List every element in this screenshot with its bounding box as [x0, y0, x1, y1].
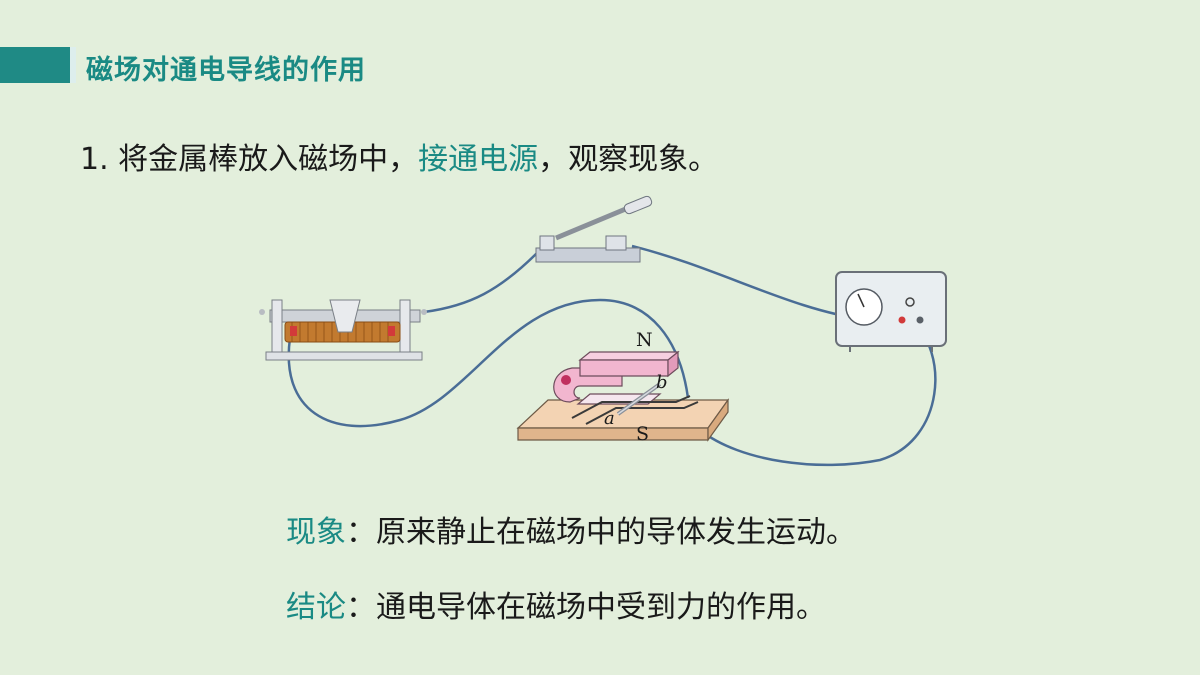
- rheostat: [259, 299, 427, 361]
- circuit-wires: [287, 244, 937, 467]
- conclusion-text: 通电导体在磁场中受到力的作用。: [376, 590, 826, 625]
- wire-switch-to-supply: [631, 244, 869, 322]
- wire-supply-to-rail: [699, 321, 937, 467]
- label-b: b: [656, 372, 668, 393]
- title-accent-bar: [0, 47, 76, 83]
- conclusion-row: 结论：通电导体在磁场中受到力的作用。: [286, 590, 826, 625]
- observation-row: 现象：原来静止在磁场中的导体发生运动。: [286, 515, 856, 550]
- label-a: a: [604, 408, 615, 429]
- step-prefix: 1. 将金属棒放入磁场中，: [80, 142, 419, 177]
- observation-label: 现象: [286, 515, 346, 550]
- label-south-pole: S: [636, 423, 649, 445]
- power-supply: [835, 271, 947, 352]
- wire-rheostat-to-rail: [287, 298, 690, 428]
- rails: [571, 395, 699, 425]
- step-instruction: 1. 将金属棒放入磁场中，接通电源，观察现象。: [80, 134, 718, 178]
- page-title: 磁场对通电导线的作用: [86, 55, 366, 86]
- label-north-pole: N: [636, 329, 653, 351]
- conclusion-label: 结论: [286, 590, 346, 625]
- wire-rheostat-to-switch: [423, 251, 539, 314]
- switch-handle: [623, 195, 653, 215]
- observation-text: 原来静止在磁场中的导体发生运动。: [376, 515, 856, 550]
- magnet-top-arm: [579, 359, 669, 377]
- title-accent-edge: [70, 47, 76, 83]
- step-suffix: ，观察现象。: [538, 142, 719, 177]
- step-highlight: 接通电源: [418, 142, 539, 177]
- rheostat-slider: [329, 299, 361, 333]
- knife-switch: [535, 195, 653, 263]
